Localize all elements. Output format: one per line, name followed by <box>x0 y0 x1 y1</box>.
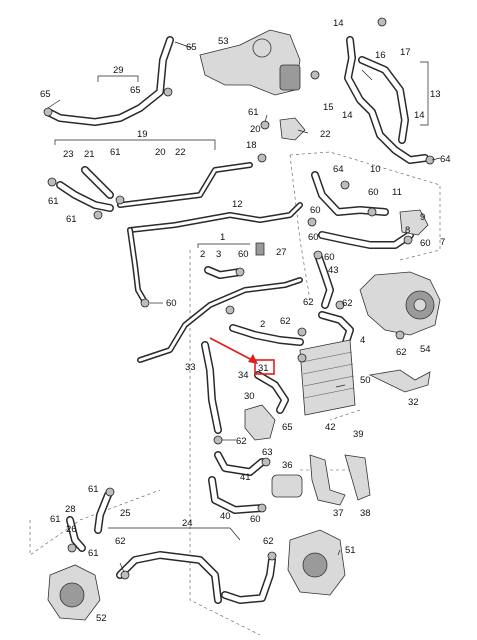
label-61-f[interactable]: 61 <box>50 514 61 525</box>
label-27[interactable]: 27 <box>276 247 287 258</box>
label-1[interactable]: 1 <box>220 232 225 243</box>
label-33[interactable]: 33 <box>185 362 196 373</box>
label-23[interactable]: 23 <box>63 149 74 160</box>
label-2-b[interactable]: 2 <box>260 319 265 330</box>
label-60-g[interactable]: 60 <box>166 298 177 309</box>
label-17[interactable]: 17 <box>400 47 411 58</box>
label-65-d[interactable]: 65 <box>282 422 293 433</box>
label-62-g[interactable]: 62 <box>263 536 274 547</box>
label-29[interactable]: 29 <box>113 65 124 76</box>
highlight-callout <box>209 337 275 375</box>
label-32[interactable]: 32 <box>408 397 419 408</box>
clamps <box>43 17 435 580</box>
label-40[interactable]: 40 <box>220 511 231 522</box>
components <box>47 29 441 621</box>
label-61-g[interactable]: 61 <box>88 548 99 559</box>
label-62-c[interactable]: 62 <box>342 298 353 309</box>
label-25[interactable]: 25 <box>120 508 131 519</box>
label-14[interactable]: 14 <box>333 18 344 29</box>
label-61[interactable]: 61 <box>248 107 259 118</box>
label-14-b[interactable]: 14 <box>342 110 353 121</box>
label-30[interactable]: 30 <box>244 391 255 402</box>
label-65-b[interactable]: 65 <box>130 85 141 96</box>
label-36[interactable]: 36 <box>282 460 293 471</box>
label-64-b[interactable]: 64 <box>333 164 344 175</box>
label-38[interactable]: 38 <box>360 508 371 519</box>
highlight-box[interactable] <box>254 359 275 375</box>
label-61-d[interactable]: 61 <box>66 214 77 225</box>
label-28[interactable]: 28 <box>65 504 76 515</box>
label-20[interactable]: 20 <box>250 124 261 135</box>
label-62-b[interactable]: 62 <box>280 316 291 327</box>
label-62[interactable]: 62 <box>303 297 314 308</box>
label-65-c[interactable]: 65 <box>40 89 51 100</box>
label-41[interactable]: 41 <box>240 472 251 483</box>
label-62-e[interactable]: 62 <box>236 436 247 447</box>
label-39[interactable]: 39 <box>353 429 364 440</box>
label-34[interactable]: 34 <box>238 370 249 381</box>
label-20-b[interactable]: 20 <box>155 147 166 158</box>
label-60-b[interactable]: 60 <box>310 205 321 216</box>
label-43[interactable]: 43 <box>328 265 339 276</box>
label-54[interactable]: 54 <box>420 344 431 355</box>
label-37[interactable]: 37 <box>333 508 344 519</box>
label-16[interactable]: 16 <box>375 50 386 61</box>
label-22-b[interactable]: 22 <box>175 147 186 158</box>
label-60-h[interactable]: 60 <box>250 514 261 525</box>
label-60-f[interactable]: 60 <box>324 252 335 263</box>
label-60[interactable]: 60 <box>368 187 379 198</box>
label-60-c[interactable]: 60 <box>308 232 319 243</box>
label-15[interactable]: 15 <box>323 102 334 113</box>
label-4[interactable]: 4 <box>360 335 365 346</box>
label-63[interactable]: 63 <box>262 447 273 458</box>
label-10[interactable]: 10 <box>370 164 381 175</box>
label-50[interactable]: 50 <box>360 375 371 386</box>
label-19[interactable]: 19 <box>137 129 148 140</box>
label-62-d[interactable]: 62 <box>396 347 407 358</box>
label-61-e[interactable]: 61 <box>88 484 99 495</box>
label-9[interactable]: 9 <box>420 212 425 223</box>
hoses <box>44 36 429 604</box>
label-14-c[interactable]: 14 <box>414 110 425 121</box>
label-7[interactable]: 7 <box>440 237 445 248</box>
label-60-d[interactable]: 60 <box>420 238 431 249</box>
label-60-e[interactable]: 60 <box>238 249 249 260</box>
label-65[interactable]: 65 <box>186 42 197 53</box>
label-21[interactable]: 21 <box>84 149 95 160</box>
label-8[interactable]: 8 <box>405 225 410 236</box>
label-64[interactable]: 64 <box>440 154 451 165</box>
dashed-guides <box>29 151 441 636</box>
label-42[interactable]: 42 <box>325 422 336 433</box>
leader-lines <box>47 41 441 573</box>
label-2[interactable]: 2 <box>200 249 205 260</box>
label-3[interactable]: 3 <box>216 249 221 260</box>
label-53[interactable]: 53 <box>218 36 229 47</box>
label-26[interactable]: 26 <box>66 524 77 535</box>
label-18[interactable]: 18 <box>246 140 257 151</box>
label-62-f[interactable]: 62 <box>115 536 126 547</box>
label-11[interactable]: 11 <box>392 187 402 198</box>
label-31[interactable]: 31 <box>258 363 269 374</box>
label-51[interactable]: 51 <box>345 545 356 556</box>
label-52[interactable]: 52 <box>96 613 107 624</box>
part-labels: 53 65 14 16 17 29 65 65 13 15 14 14 61 2… <box>40 18 451 624</box>
label-22[interactable]: 22 <box>320 129 331 140</box>
label-12[interactable]: 12 <box>232 199 243 210</box>
label-13[interactable]: 13 <box>430 89 441 100</box>
label-24[interactable]: 24 <box>182 518 193 529</box>
label-61-c[interactable]: 61 <box>48 196 59 207</box>
label-61-b[interactable]: 61 <box>110 147 121 158</box>
